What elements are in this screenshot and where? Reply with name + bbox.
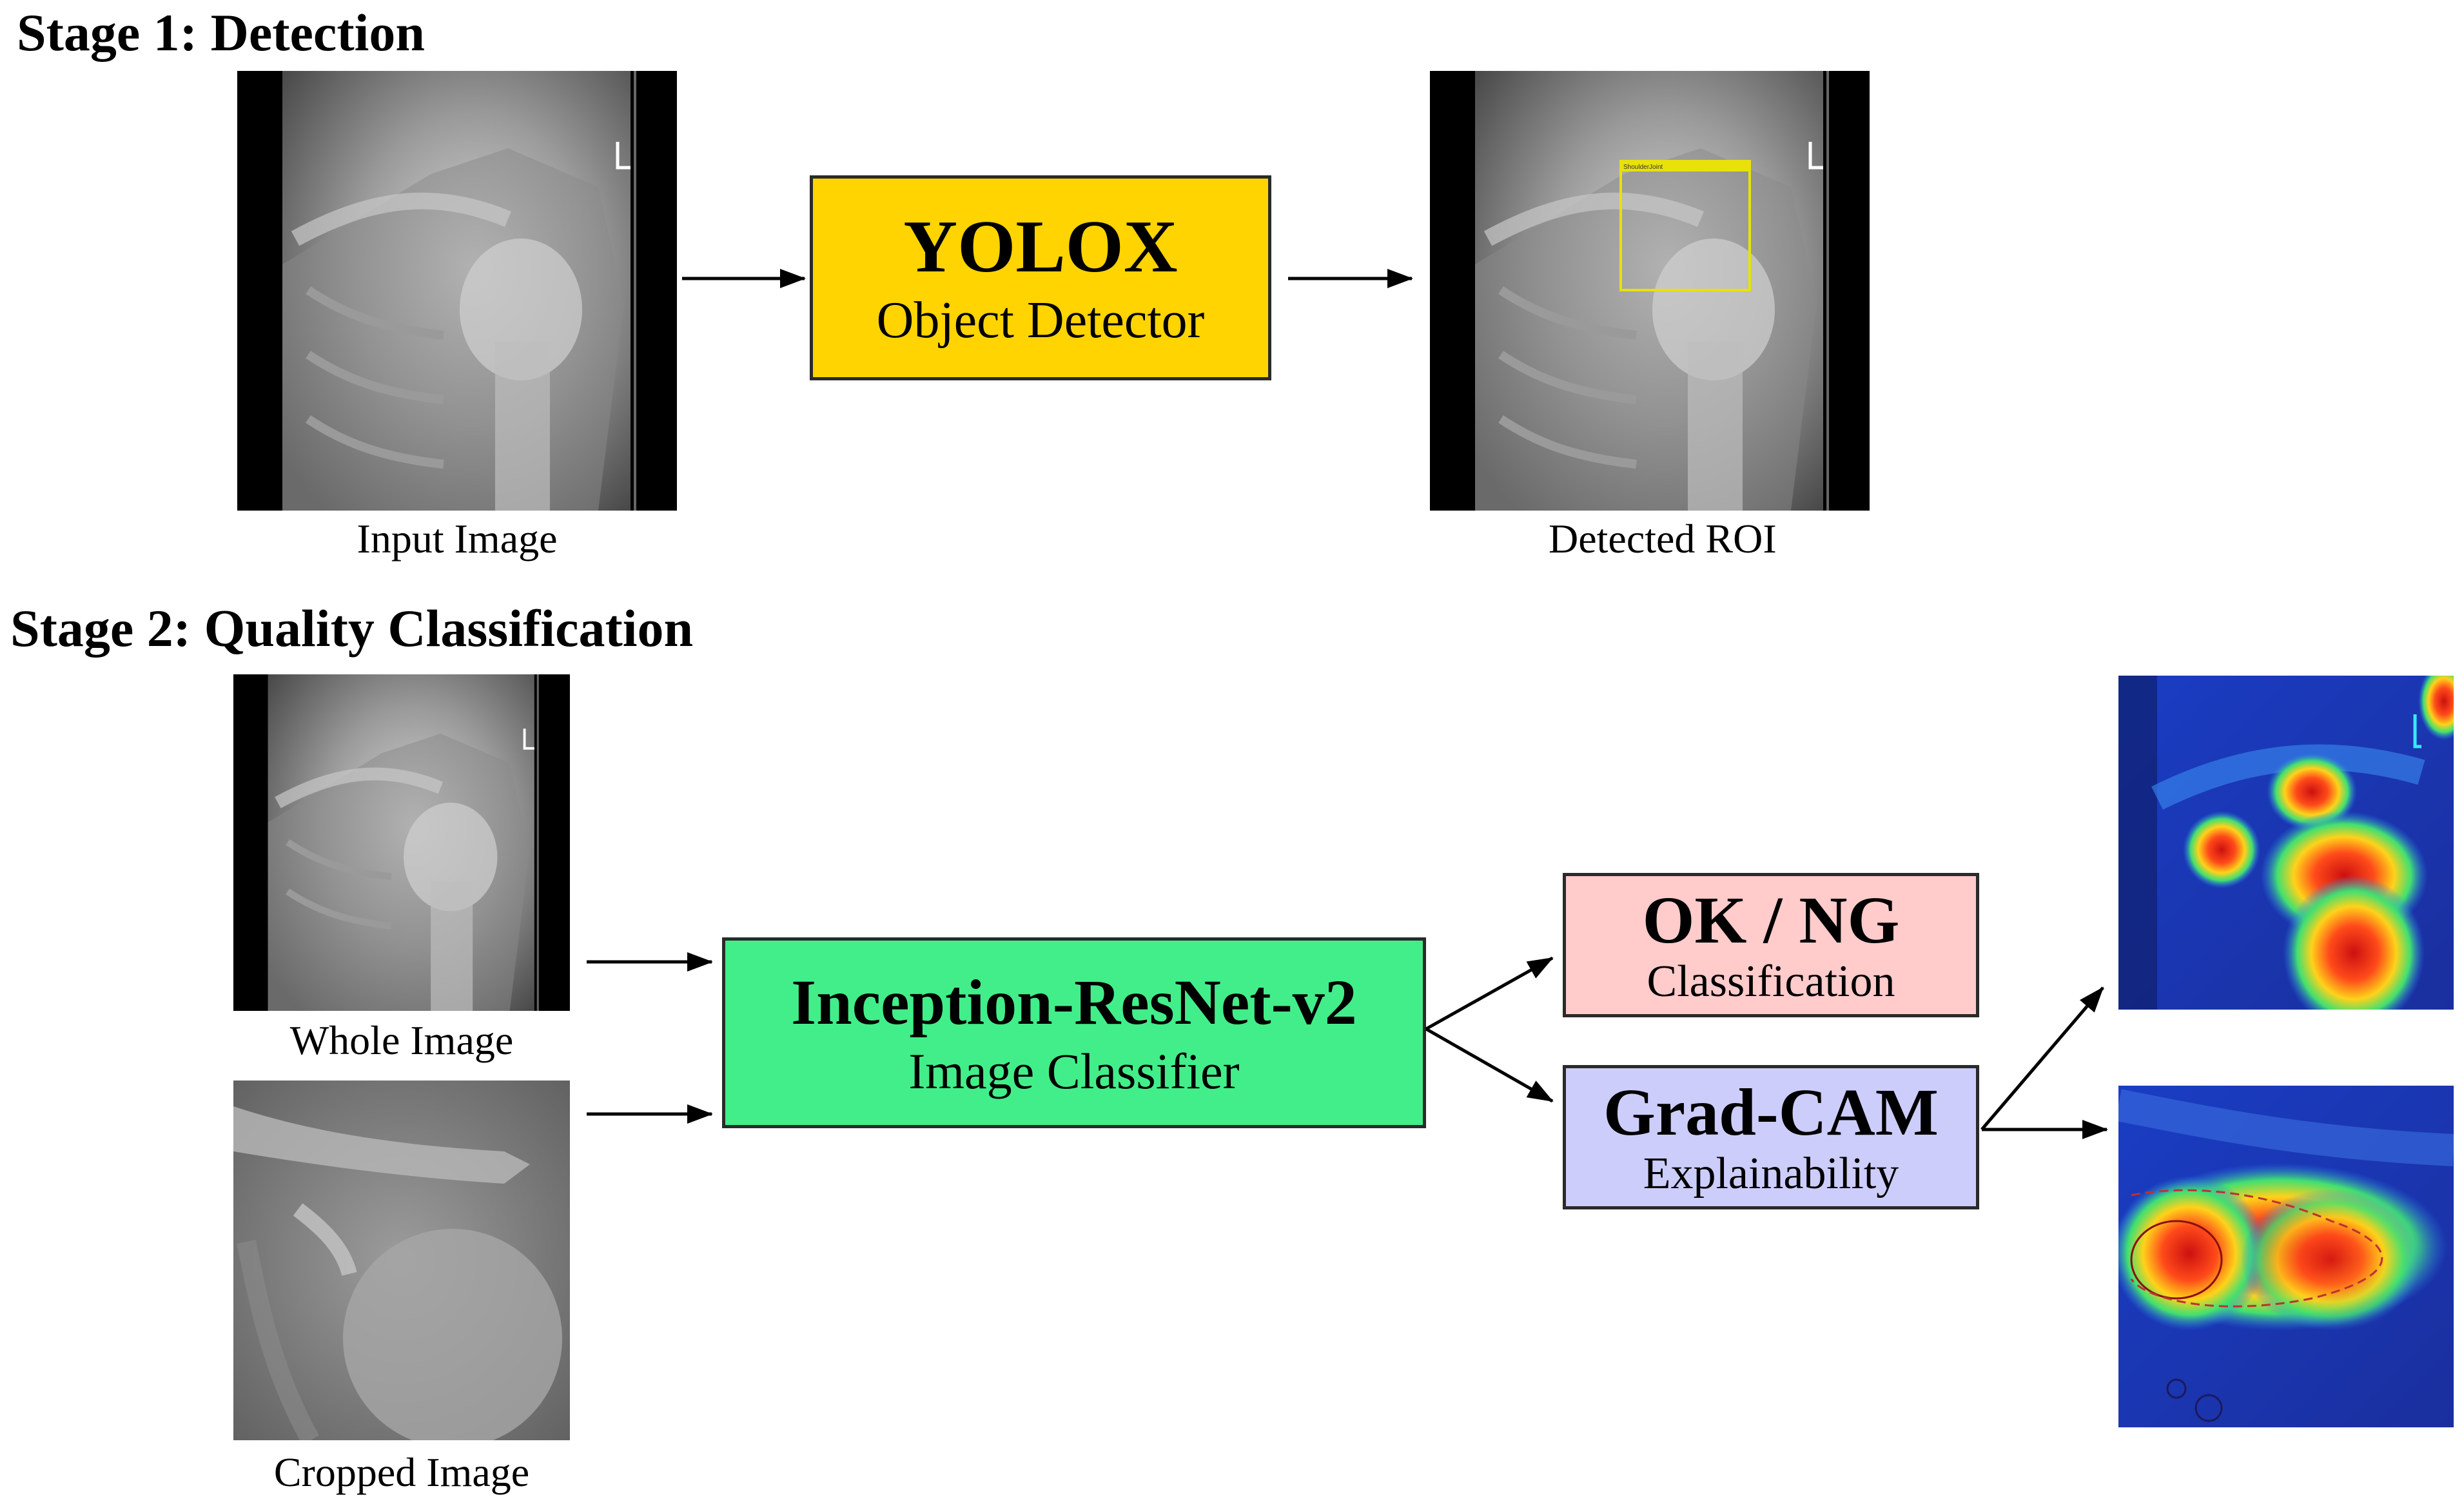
stage2-title: Stage 2: Quality Classification xyxy=(10,599,694,658)
cropped-image-caption: Cropped Image xyxy=(273,1449,530,1495)
classifier-title: Inception-ResNet-v2 xyxy=(791,966,1357,1038)
stage1-title: Stage 1: Detection xyxy=(17,3,425,62)
yolox-subtitle: Object Detector xyxy=(876,291,1205,349)
classifier-subtitle: Image Classifier xyxy=(908,1042,1240,1099)
roi-label: ShoulderJoint xyxy=(1623,164,1663,171)
okng-classification-box: OK / NG Classification xyxy=(1563,873,1979,1017)
whole-image-caption: Whole Image xyxy=(289,1017,514,1063)
arrow-classifier-to-gradcam xyxy=(1425,1027,1554,1103)
detected-roi-image: ShoulderJoint xyxy=(1430,71,1870,511)
gradcam-box: Grad-CAM Explainability xyxy=(1563,1065,1979,1209)
gradcam-heatmap-cropped xyxy=(2118,1086,2454,1427)
detected-roi-caption: Detected ROI xyxy=(1549,516,1777,562)
input-xray-image xyxy=(237,71,677,511)
input-image-caption: Input Image xyxy=(357,516,558,562)
arrow-gradcam-to-heatmap-whole xyxy=(1980,986,2104,1131)
gradcam-title: Grad-CAM xyxy=(1603,1075,1939,1149)
yolox-title: YOLOX xyxy=(903,206,1178,289)
okng-subtitle: Classification xyxy=(1647,956,1895,1006)
gradcam-heatmap-whole xyxy=(2118,676,2454,1010)
cropped-xray-image xyxy=(233,1081,570,1440)
inception-classifier-box: Inception-ResNet-v2 Image Classifier xyxy=(722,937,1426,1128)
gradcam-subtitle: Explainability xyxy=(1643,1148,1899,1198)
whole-xray-image xyxy=(233,674,570,1011)
okng-title: OK / NG xyxy=(1642,883,1900,957)
yolox-detector-box: YOLOX Object Detector xyxy=(810,175,1271,380)
arrow-classifier-to-okng xyxy=(1425,956,1554,1031)
